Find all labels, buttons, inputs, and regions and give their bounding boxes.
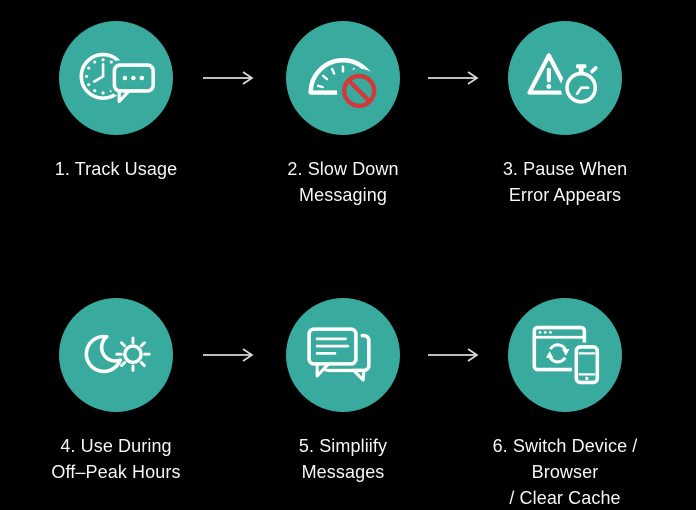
chat-bubbles-icon xyxy=(304,324,371,382)
step-6-switch-device: 6. Switch Device / Browser / Clear Cache xyxy=(449,298,681,510)
step-1-circle xyxy=(59,21,173,135)
step-5-circle xyxy=(286,298,400,412)
arrow-right-icon xyxy=(428,71,479,85)
step-3-pause-when-error: 3. Pause When Error Appears xyxy=(449,21,681,208)
arrow-right-icon xyxy=(203,71,254,85)
step-2-slow-down-messaging: 2. Slow Down Messaging xyxy=(227,21,459,208)
step-6-circle xyxy=(508,298,622,412)
speedometer-block-icon xyxy=(308,58,382,112)
step-4-circle xyxy=(59,298,173,412)
step-5-simplify-messages: 5. Simpliify Messages xyxy=(227,298,459,485)
step-4-off-peak-hours: 4. Use During Off–Peak Hours xyxy=(0,298,232,485)
clock-chat-icon xyxy=(79,52,158,104)
step-2-circle xyxy=(286,21,400,135)
moon-sun-icon xyxy=(84,334,151,374)
step-5-label: 5. Simpliify Messages xyxy=(298,436,388,482)
arrow-right-icon xyxy=(203,348,254,362)
step-6-label: 6. Switch Device / Browser / Clear Cache xyxy=(492,436,638,508)
step-2-label: 2. Slow Down Messaging xyxy=(287,159,399,205)
step-1-label: 1. Track Usage xyxy=(54,159,178,179)
arrow-right-icon xyxy=(428,348,479,362)
step-1-track-usage: 1. Track Usage xyxy=(0,21,232,182)
step-3-circle xyxy=(508,21,622,135)
browser-phone-refresh-icon xyxy=(532,325,602,387)
step-3-label: 3. Pause When Error Appears xyxy=(502,159,628,205)
step-4-label: 4. Use During Off–Peak Hours xyxy=(51,436,181,482)
warning-stopwatch-icon xyxy=(527,53,602,108)
